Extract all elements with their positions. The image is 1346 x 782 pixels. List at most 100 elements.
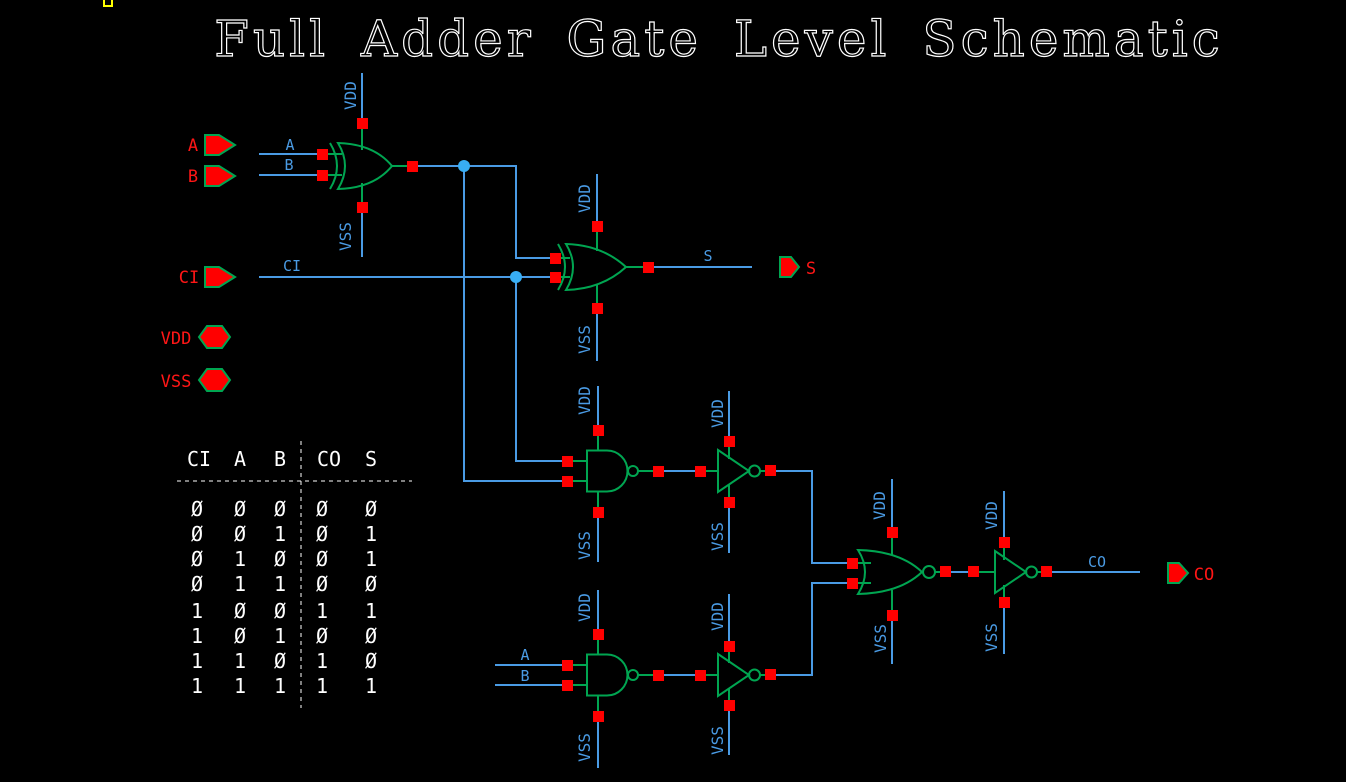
terminal[interactable] [887,610,898,621]
net-label-b: B [284,156,293,174]
terminal[interactable] [592,303,603,314]
nand-body[interactable] [586,449,629,493]
table-cell: 1 [274,624,286,648]
terminal[interactable] [724,436,735,447]
table-cell: Ø [316,522,328,546]
power-pin-vdd[interactable] [197,325,232,349]
vdd-rail-label: VDD [708,399,727,428]
net-label-co: CO [1088,553,1106,571]
terminal[interactable] [593,425,604,436]
input-pin-b[interactable] [204,165,237,187]
truth-table: CI A B CO S Ø Ø Ø Ø Ø Ø Ø 1 Ø 1 Ø 1 Ø Ø … [177,441,412,708]
terminal[interactable] [562,476,573,487]
vss-rail-label: VSS [871,624,890,653]
terminal[interactable] [357,118,368,129]
vdd-rail-label: VDD [575,184,594,213]
io-pins: A B CI VDD VSS S CO [161,134,1214,585]
terminal[interactable] [724,700,735,711]
vss-rail-label: VSS [575,531,594,560]
terminal[interactable] [765,669,776,680]
terminal[interactable] [562,456,573,467]
terminal[interactable] [550,272,561,283]
net-label-ci: CI [283,257,301,275]
table-cell: Ø [274,649,286,673]
table-cell: Ø [365,497,377,521]
terminal[interactable] [999,597,1010,608]
junction-dot[interactable] [510,271,522,283]
wire-ci-to-nand1[interactable] [515,277,562,462]
inverter-triangle[interactable] [717,448,751,494]
nand-gate-1[interactable]: VDD VSS [562,386,706,562]
origin-marker [103,0,113,7]
nor-gate[interactable]: VDD VSS [847,479,979,664]
terminal[interactable] [695,670,706,681]
table-cell: 1 [365,599,377,623]
xor-input-arc[interactable] [329,142,338,190]
terminal[interactable] [999,537,1010,548]
terminal[interactable] [724,641,735,652]
nor-bubble[interactable] [922,565,936,579]
table-cell: Ø [191,497,203,521]
terminal[interactable] [317,170,328,181]
nand-body[interactable] [586,653,629,697]
table-cell: 1 [316,674,328,698]
terminal[interactable] [695,466,706,477]
terminal[interactable] [847,578,858,589]
net-label-a: A [285,136,294,154]
terminal[interactable] [357,202,368,213]
vss-rail-label: VSS [982,623,1001,652]
inverter-2[interactable]: VDD VSS [706,594,776,755]
output-pin-s[interactable] [779,256,801,278]
power-pin-vss[interactable] [197,368,232,392]
xor-gate-2[interactable]: VDD VSS [550,174,654,361]
terminal[interactable] [724,497,735,508]
terminal[interactable] [550,253,561,264]
net-labels: A B CI S CO A B [283,136,1106,685]
terminal[interactable] [593,629,604,640]
terminal[interactable] [643,262,654,273]
table-cell: 1 [191,599,203,623]
xor-body[interactable] [336,141,394,191]
table-cell: Ø [274,497,286,521]
table-cell: 1 [234,674,246,698]
nand-gate-2[interactable]: VDD VSS [562,590,706,768]
inverter-triangle[interactable] [994,549,1028,595]
terminal[interactable] [593,507,604,518]
terminal[interactable] [887,527,898,538]
terminal[interactable] [593,711,604,722]
xor-body[interactable] [564,242,628,292]
terminal[interactable] [940,566,951,577]
inverter-triangle[interactable] [717,652,751,698]
nor-body[interactable] [856,548,924,596]
input-pin-ci[interactable] [204,266,237,288]
nand-bubble[interactable] [627,465,639,477]
terminal[interactable] [562,660,573,671]
nand-bubble[interactable] [627,669,639,681]
wire-xor1-to-xor2[interactable] [418,165,550,259]
inverter-3[interactable]: VDD VSS [979,491,1052,654]
terminal[interactable] [653,670,664,681]
terminal[interactable] [592,221,603,232]
terminal[interactable] [653,466,664,477]
inverter-1[interactable]: VDD VSS [706,391,776,553]
vss-rail-label: VSS [575,733,594,762]
table-header: CO [317,447,341,471]
xor-input-arc[interactable] [557,243,566,291]
terminal[interactable] [1041,566,1052,577]
input-pin-a[interactable] [204,134,237,156]
table-cell: 1 [234,572,246,596]
wire-inv2-to-nor[interactable] [776,582,847,676]
table-cell: 1 [274,572,286,596]
wire-inv1-to-nor[interactable] [776,470,847,564]
terminal[interactable] [968,566,979,577]
terminal[interactable] [562,680,573,691]
xor-gate-1[interactable]: VDD VSS [317,73,418,257]
terminal[interactable] [407,161,418,172]
wire-xor1-to-nand1[interactable] [463,166,562,482]
terminal[interactable] [765,465,776,476]
terminal[interactable] [847,558,858,569]
junction-dot[interactable] [458,160,470,172]
terminal[interactable] [317,149,328,160]
table-cell: Ø [234,624,246,648]
output-pin-co[interactable] [1167,562,1190,584]
